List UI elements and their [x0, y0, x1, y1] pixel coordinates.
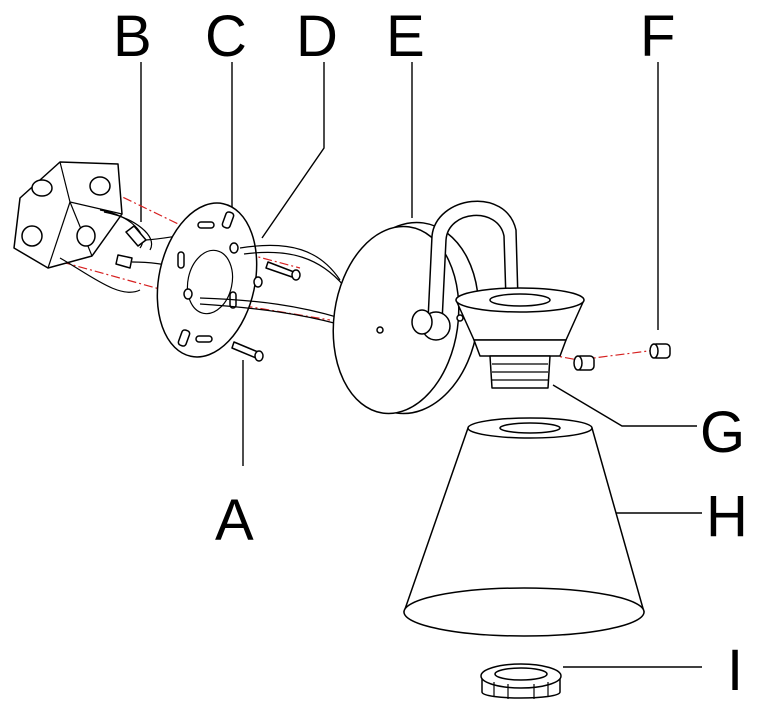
leader-g	[552, 384, 697, 427]
fixture-wires	[199, 244, 345, 325]
set-screw-cap	[573, 355, 595, 371]
label-b: B	[113, 4, 152, 69]
shade-ring	[480, 663, 562, 699]
lamp-shade	[403, 417, 645, 637]
threaded-socket	[489, 355, 551, 389]
leader-lines	[140, 62, 702, 668]
junction-box	[13, 161, 123, 269]
lamp-arm	[411, 200, 519, 341]
decorative-cap-nut	[649, 343, 671, 359]
mounting-screw-upper	[265, 261, 301, 281]
label-g: G	[700, 400, 745, 465]
label-h: H	[706, 484, 748, 549]
label-e: E	[386, 4, 425, 69]
lamp-holder	[455, 287, 585, 357]
label-f: F	[640, 4, 675, 69]
mounting-plate	[156, 202, 258, 358]
leader-d	[261, 62, 325, 239]
nipple-screws	[183, 242, 263, 300]
label-a: A	[215, 488, 254, 553]
mounting-screw-lower	[231, 341, 264, 362]
label-i: I	[727, 638, 743, 702]
label-c: C	[205, 4, 247, 69]
label-d: D	[296, 4, 338, 69]
